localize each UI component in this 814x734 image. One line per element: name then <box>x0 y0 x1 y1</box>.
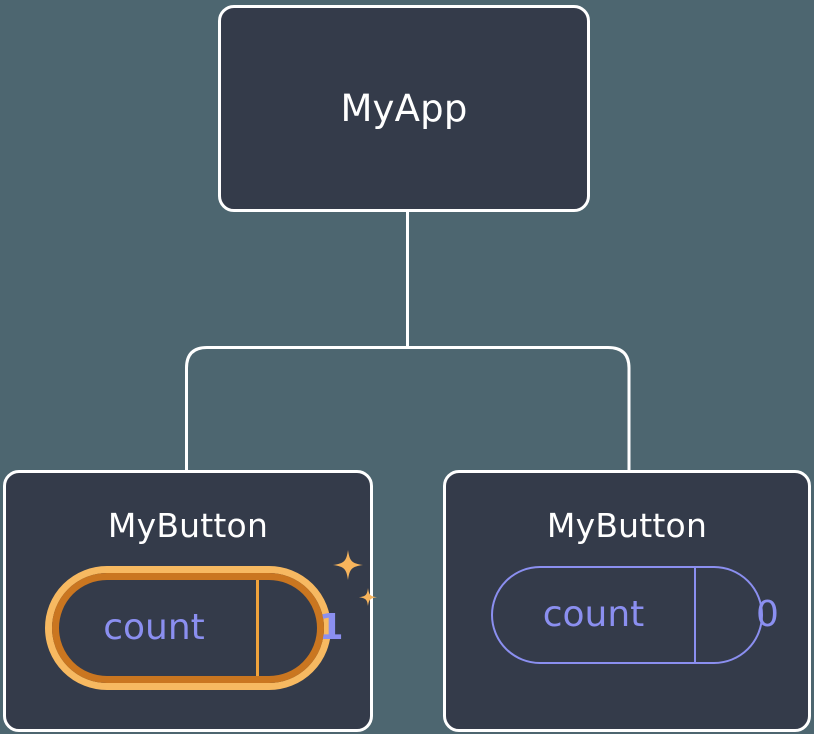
node-mybutton-left[interactable]: MyButton count 1 <box>3 470 377 732</box>
state-value-cell: 0 <box>694 568 814 662</box>
state-key-label: count <box>103 607 205 648</box>
edge-branch-bus <box>185 346 631 470</box>
state-key-cell: count <box>493 568 694 662</box>
node-mybutton-right-label: MyButton <box>546 506 708 545</box>
state-value-label: 0 <box>756 594 779 635</box>
state-pill-right-wrap: count 0 <box>491 566 779 664</box>
state-pill-highlighted[interactable]: count 1 <box>45 566 344 690</box>
state-value-cell: 1 <box>256 573 403 683</box>
node-myapp-label: MyApp <box>340 87 468 130</box>
state-pill-left-wrap: count 1 <box>45 550 377 690</box>
node-mybutton-right[interactable]: MyButton count 0 <box>443 470 811 732</box>
state-key-cell: count <box>52 573 256 683</box>
node-myapp[interactable]: MyApp <box>218 5 590 212</box>
node-mybutton-left-label: MyButton <box>107 506 269 545</box>
state-value-label: 1 <box>318 607 344 648</box>
state-key-label: count <box>542 594 645 635</box>
state-pill-plain[interactable]: count 0 <box>491 566 779 664</box>
